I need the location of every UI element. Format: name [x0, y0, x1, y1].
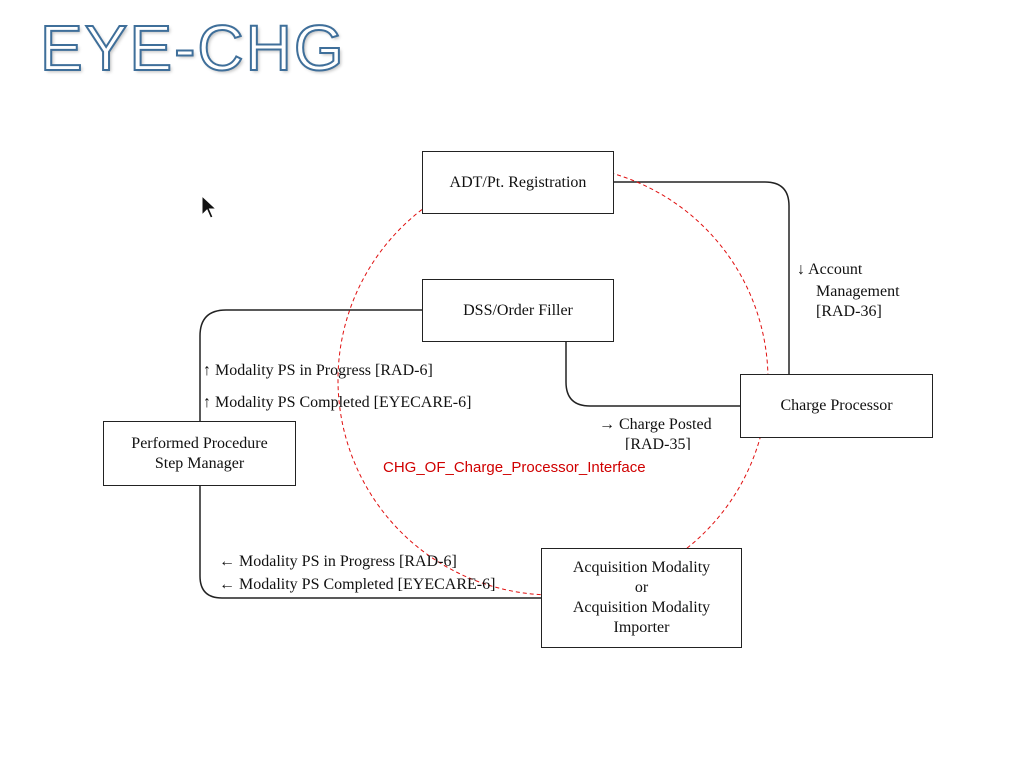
connector-dss-to-charge — [565, 342, 740, 407]
connector-dss-to-ppsm — [199, 309, 422, 421]
adt-registration-label: ADT/Pt. Registration — [449, 173, 587, 191]
account-management-label-line3: [RAD-36] — [816, 303, 882, 320]
connector-ppsm-to-acq — [199, 486, 541, 599]
connector-adt-to-charge — [613, 181, 790, 374]
ppsm-label-line1: Performed Procedure — [131, 434, 268, 452]
ppsm-label-line2: Step Manager — [154, 454, 245, 472]
slide-title: EYE-CHG — [39, 12, 346, 84]
dss-order-filler-box: DSS/Order Filler — [422, 279, 614, 342]
left-completed-label: ← Modality PS Completed [EYECARE-6] — [219, 576, 496, 593]
acq-label-line4: Importer — [613, 619, 670, 636]
dss-order-filler-label: DSS/Order Filler — [463, 301, 573, 319]
acq-label-line2: or — [634, 579, 649, 596]
up-in-progress-label: ↑ Modality PS in Progress [RAD-6] — [203, 362, 433, 379]
acq-label-line3: Acquisition Modality — [572, 599, 711, 616]
acquisition-modality-box: Acquisition Modality or Acquisition Moda… — [541, 548, 742, 648]
up-completed-label: ↑ Modality PS Completed [EYECARE-6] — [203, 394, 472, 411]
charge-processor-label: Charge Processor — [780, 397, 893, 414]
mouse-cursor-icon — [201, 195, 217, 219]
account-management-label-line1: ↓ Account — [797, 261, 863, 278]
charge-posted-label-line1: → Charge Posted — [599, 416, 712, 433]
adt-registration-box: ADT/Pt. Registration — [422, 151, 614, 214]
left-in-progress-label: ← Modality PS in Progress [RAD-6] — [219, 553, 457, 570]
account-management-label-line2: Management — [816, 283, 900, 300]
performed-procedure-step-manager-box: Performed Procedure Step Manager — [103, 421, 296, 486]
charge-processor-box: Charge Processor — [740, 374, 933, 438]
acq-label-line1: Acquisition Modality — [572, 559, 711, 576]
interface-highlight-label: CHG_OF_Charge_Processor_Interface — [383, 459, 646, 476]
charge-posted-label-line2: [RAD-35] — [625, 436, 691, 450]
